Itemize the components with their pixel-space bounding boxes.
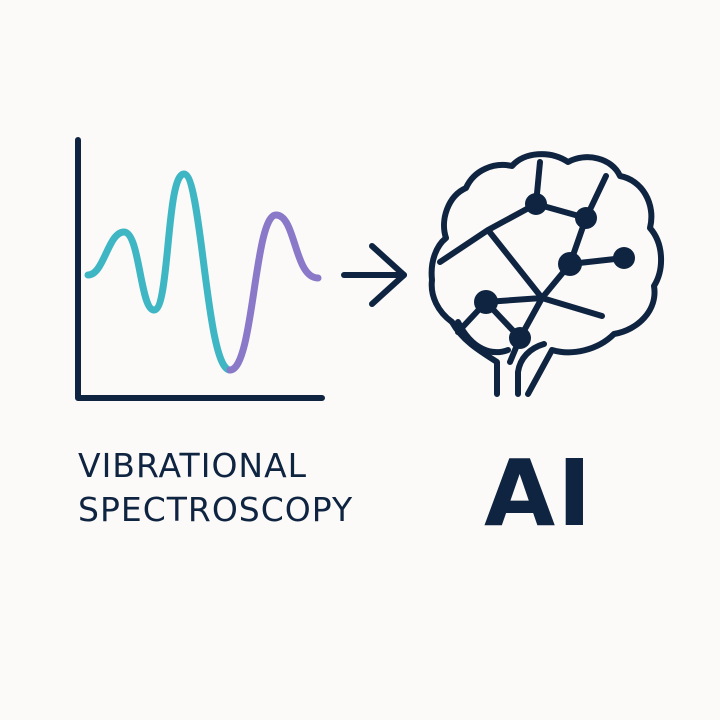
ai-label: AI (484, 440, 594, 547)
network-node (525, 193, 547, 215)
brain-network-icon (428, 151, 665, 397)
spectrum-graph-icon (75, 137, 325, 401)
network-node (474, 290, 498, 314)
arrow-head (369, 243, 407, 307)
spectroscopy-label-line1: VIBRATIONAL (78, 446, 308, 485)
spectrum-wave-teal (84, 170, 234, 374)
spectroscopy-label: VIBRATIONAL SPECTROSCOPY (78, 444, 353, 532)
plot-axes (75, 137, 325, 401)
brain-stem-line (515, 341, 547, 397)
network-nodes (474, 193, 635, 349)
network-node (575, 207, 597, 229)
spectrum-wave-purple (226, 211, 322, 374)
arrow-right-icon (341, 243, 407, 307)
network-node (613, 247, 635, 269)
network-node (558, 252, 582, 276)
spectroscopy-label-line2: SPECTROSCOPY (78, 490, 354, 529)
brain-outline (428, 151, 665, 397)
network-node (509, 327, 531, 349)
network-links (437, 159, 627, 365)
